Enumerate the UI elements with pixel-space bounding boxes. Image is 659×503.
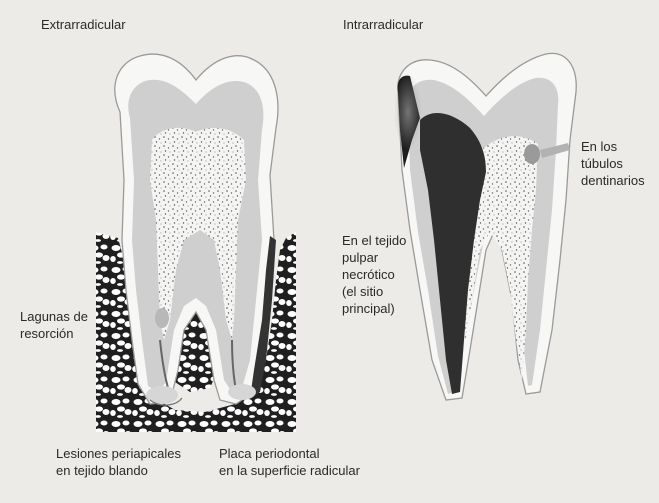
- intraradicular-title: Intrarradicular: [343, 16, 423, 33]
- tubule-infection: [524, 144, 540, 164]
- extraradicular-title: Extrarradicular: [41, 16, 126, 33]
- periapical-label: Lesiones periapicales en tejido blando: [56, 445, 181, 479]
- tubules-label: En los túbulos dentinarios: [581, 138, 645, 189]
- pulp-tissue-label: En el tejido pulpar necrótico (el sitio …: [342, 232, 406, 317]
- resorption-label: Lagunas de resorción: [20, 308, 88, 342]
- intraradicular-tooth: [394, 53, 576, 400]
- resorption-lacuna: [155, 308, 169, 328]
- plaque-label: Placa periodontal en la superficie radic…: [219, 445, 360, 479]
- extraradicular-tooth: [96, 54, 296, 432]
